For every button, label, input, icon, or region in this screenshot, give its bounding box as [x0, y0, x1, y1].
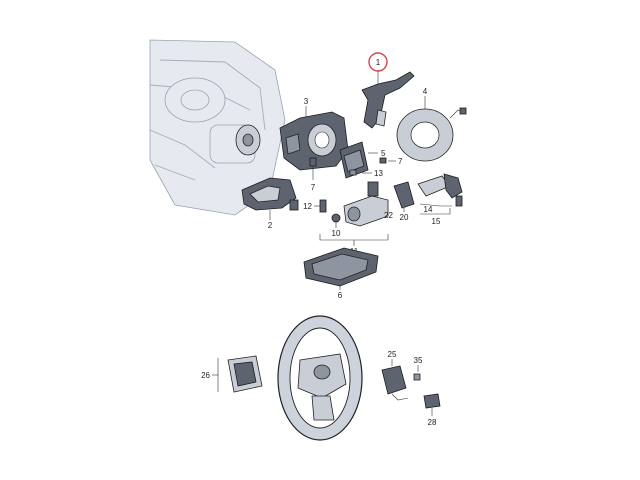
dashboard-ghost — [149, 39, 286, 216]
callout-10: 10 — [332, 229, 341, 238]
callout-15: 15 — [432, 217, 441, 226]
part-2-turn-signal-switch: 2 — [241, 177, 299, 230]
callout-4: 4 — [423, 87, 428, 96]
part-20-trim: 20 — [393, 181, 415, 222]
callout-7-right: 7 — [398, 157, 403, 166]
steering-wheel-icon — [277, 315, 363, 441]
callout-2: 2 — [268, 221, 273, 230]
callout-28: 28 — [428, 418, 437, 427]
key-icon — [443, 173, 463, 199]
callout-26: 26 — [201, 371, 210, 380]
callout-5: 5 — [381, 149, 386, 158]
callout-6: 6 — [338, 291, 343, 300]
callout-35: 35 — [414, 356, 423, 365]
part-4-clock-spring: 4 — [396, 87, 467, 162]
part-14-15-lock-cylinder: 14 15 — [417, 173, 463, 226]
callout-7-left: 7 — [311, 183, 316, 192]
part-5-control-unit: 5 7 13 — [339, 141, 403, 179]
part-25-button-module: 25 35 28 — [381, 350, 441, 427]
part-1-wiper-stalk: 1 — [361, 52, 415, 129]
callout-25: 25 — [388, 350, 397, 359]
callout-12: 12 — [303, 202, 312, 211]
part-11-ignition-lock: 12 10 22 11 — [303, 181, 393, 256]
part-6-steering-column: 6 — [303, 247, 379, 300]
callout-13: 13 — [374, 169, 383, 178]
callout-3: 3 — [304, 97, 309, 106]
wiper-stalk-icon — [361, 71, 415, 129]
part-3-switch-housing: 3 — [279, 97, 349, 171]
part-7-clip: 7 — [309, 157, 317, 192]
callout-22: 22 — [384, 211, 393, 220]
callout-14: 14 — [424, 205, 433, 214]
part-26-cover: 26 — [201, 355, 263, 393]
callout-1: 1 — [376, 58, 381, 67]
callout-20: 20 — [400, 213, 409, 222]
